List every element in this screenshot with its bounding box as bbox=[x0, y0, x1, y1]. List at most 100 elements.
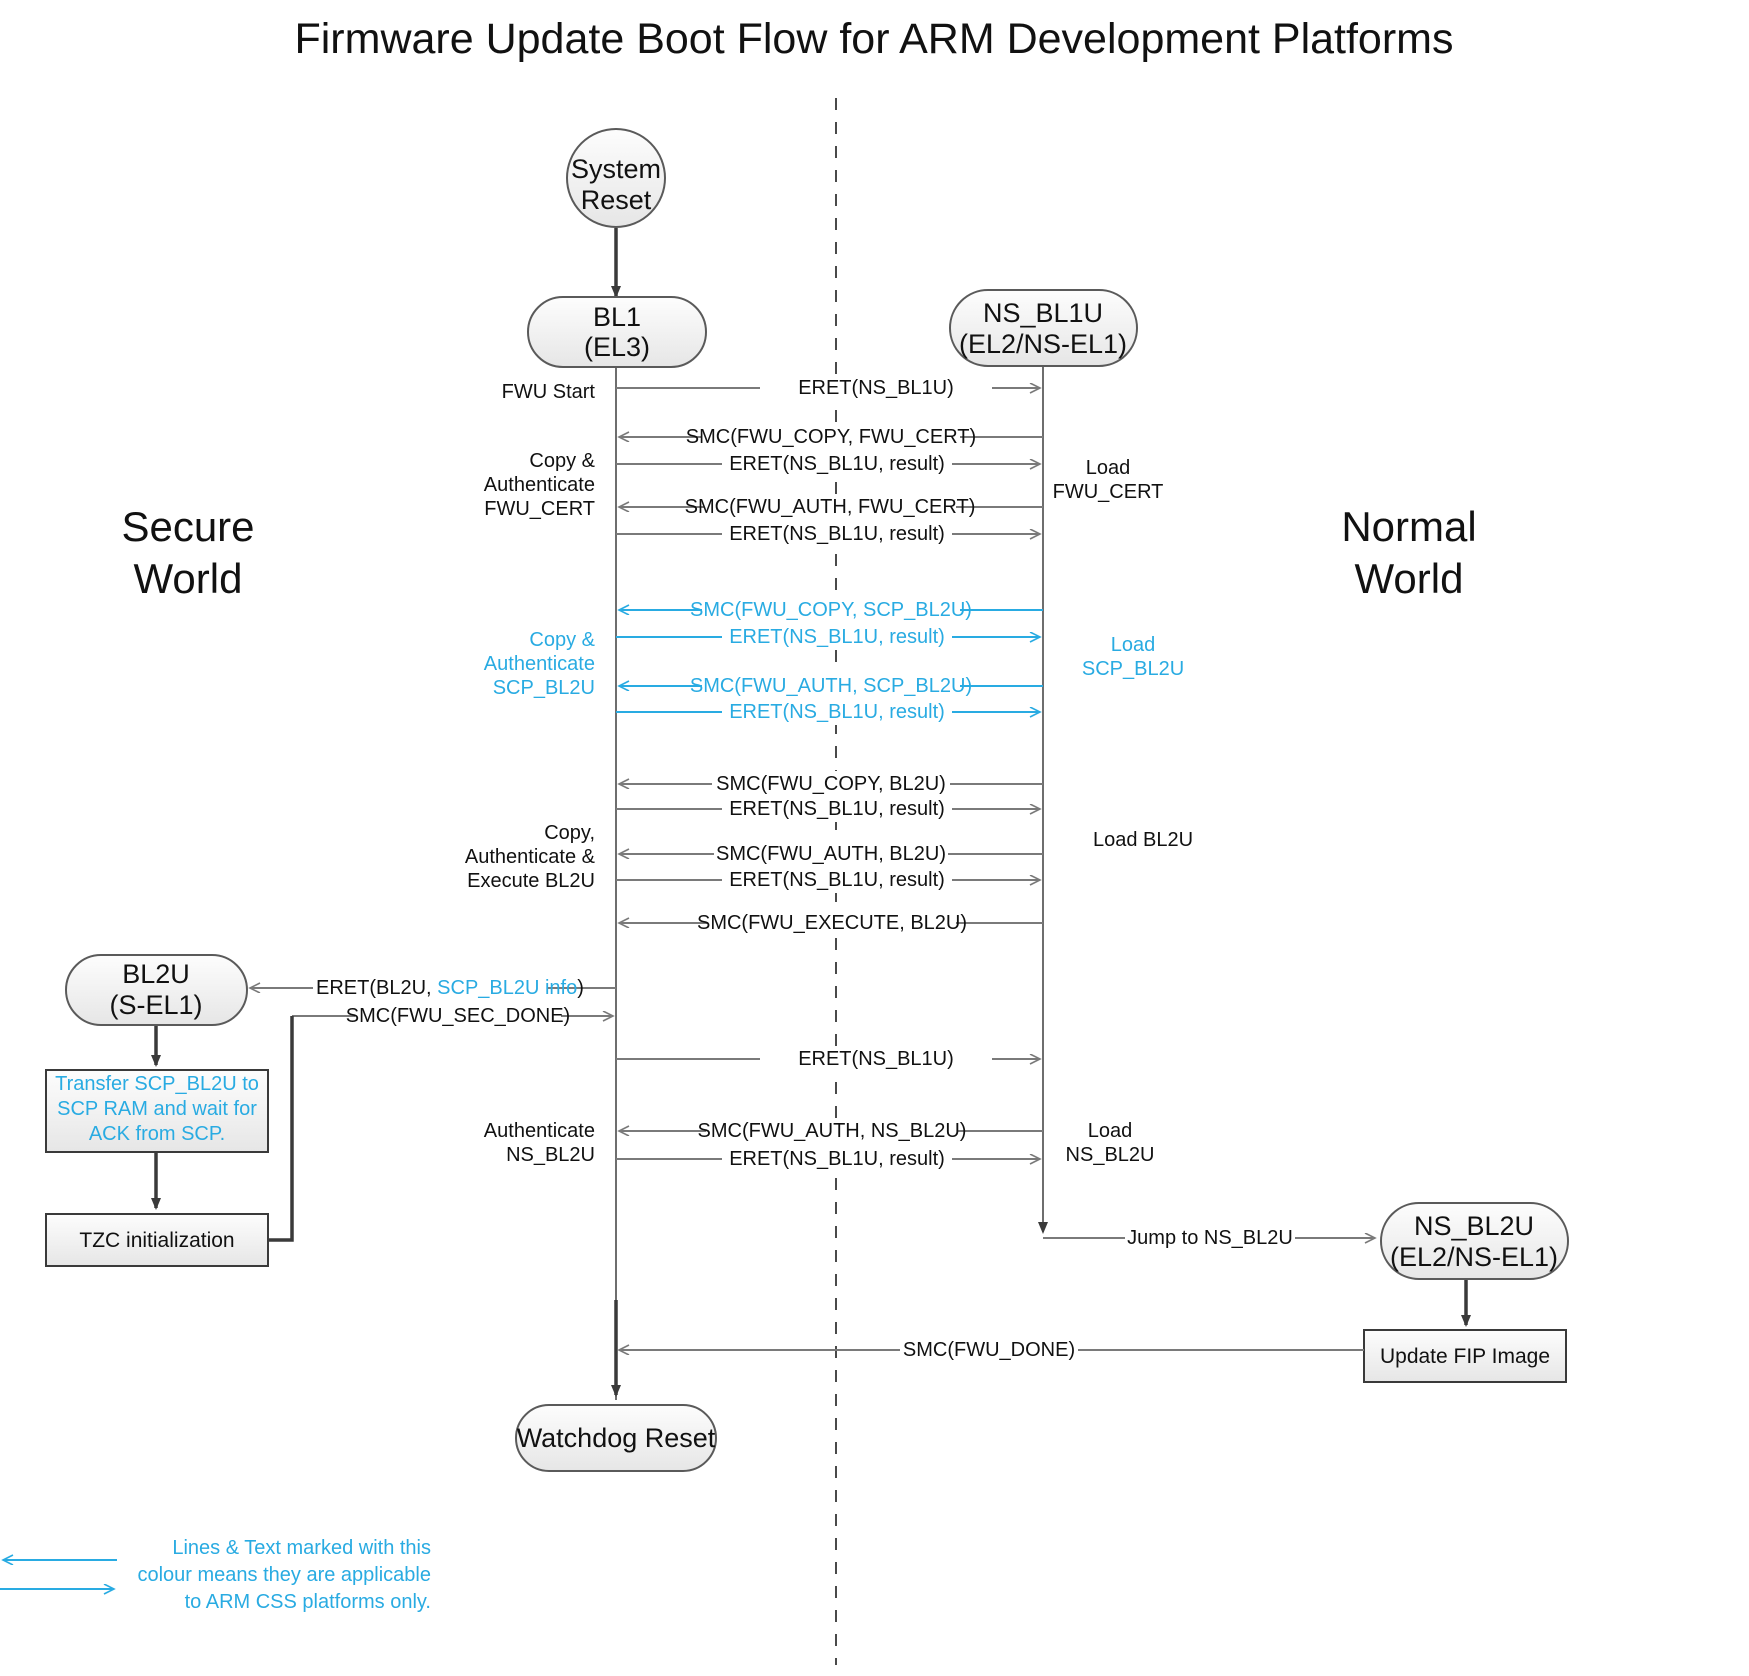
svg-text:Load: Load bbox=[1111, 634, 1156, 656]
normal-world-label: Normal World bbox=[1341, 503, 1476, 602]
node-system-reset-line1: System bbox=[571, 154, 661, 184]
message-label: ERET(NS_BL1U, result) bbox=[729, 798, 945, 820]
svg-text:Load: Load bbox=[1088, 1120, 1133, 1142]
box-update-fip-image[interactable]: Update FIP Image bbox=[1363, 1329, 1567, 1383]
svg-text:Authenticate: Authenticate bbox=[484, 1120, 595, 1142]
node-bl2u[interactable]: BL2U (S-EL1) bbox=[65, 954, 248, 1026]
message-label: ERET(NS_BL1U, result) bbox=[729, 1148, 945, 1170]
message-smc-fwu-copy-bl2u: SMC(FWU_COPY, BL2U) bbox=[619, 771, 1043, 797]
page-title: Firmware Update Boot Flow for ARM Develo… bbox=[294, 15, 1453, 63]
node-ns-bl2u-line1: NS_BL2U bbox=[1414, 1211, 1534, 1241]
message-label-part1: ERET(BL2U, bbox=[316, 977, 437, 999]
secure-world-label: Secure World bbox=[121, 503, 254, 602]
node-bl1[interactable]: BL1 (EL3) bbox=[527, 296, 707, 368]
message-eret-ns-bl1u-2: ERET(NS_BL1U) bbox=[616, 1046, 1040, 1072]
side-label-authenticate-ns-bl2u: Authenticate NS_BL2U bbox=[484, 1120, 595, 1166]
node-watchdog-reset-label: Watchdog Reset bbox=[517, 1423, 716, 1453]
message-label: SMC(FWU_COPY, FWU_CERT) bbox=[686, 426, 976, 448]
tzc-return-path bbox=[268, 1016, 294, 1242]
message-label: SMC(FWU_AUTH, FWU_CERT) bbox=[685, 496, 976, 518]
normal-world-line1: Normal bbox=[1341, 503, 1476, 550]
message-label: ERET(NS_BL1U, result) bbox=[729, 869, 945, 891]
message-eret-ns-bl1u-result-5: ERET(NS_BL1U, result) bbox=[616, 796, 1040, 822]
legend-line2: colour means they are applicable bbox=[137, 1564, 431, 1586]
message-smc-fwu-auth-fwu-cert: SMC(FWU_AUTH, FWU_CERT) bbox=[619, 494, 1043, 520]
box-transfer-line1: Transfer SCP_BL2U to bbox=[55, 1073, 259, 1095]
box-tzc-label: TZC initialization bbox=[79, 1229, 234, 1252]
secure-world-line2: World bbox=[134, 555, 243, 602]
svg-text:NS_BL2U: NS_BL2U bbox=[506, 1144, 595, 1166]
node-ns-bl1u-line2: (EL2/NS-EL1) bbox=[959, 329, 1127, 359]
legend-cyan-arrows bbox=[0, 1560, 117, 1589]
box-transfer-line2: SCP RAM and wait for bbox=[57, 1098, 257, 1120]
message-smc-fwu-done: SMC(FWU_DONE) bbox=[619, 1337, 1364, 1363]
node-bl1-line1: BL1 bbox=[593, 302, 641, 332]
node-bl2u-line2: (S-EL1) bbox=[109, 990, 202, 1020]
message-label: Jump to NS_BL2U bbox=[1127, 1227, 1293, 1249]
side-label-fwu-start: FWU Start bbox=[502, 381, 596, 403]
svg-text:NS_BL2U: NS_BL2U bbox=[1066, 1144, 1155, 1166]
legend-text: Lines & Text marked with this colour mea… bbox=[137, 1537, 431, 1613]
svg-text:Authenticate &: Authenticate & bbox=[465, 846, 596, 868]
message-smc-fwu-copy-fwu-cert: SMC(FWU_COPY, FWU_CERT) bbox=[619, 424, 1043, 450]
side-label-load-scp-bl2u: Load SCP_BL2U bbox=[1082, 634, 1184, 680]
node-ns-bl2u-line2: (EL2/NS-EL1) bbox=[1390, 1242, 1558, 1272]
message-label: SMC(FWU_SEC_DONE) bbox=[346, 1005, 570, 1027]
svg-text:Copy,: Copy, bbox=[544, 822, 595, 844]
svg-text:Copy &: Copy & bbox=[529, 450, 595, 472]
side-label-load-bl2u: Load BL2U bbox=[1093, 829, 1193, 851]
svg-text:SCP_BL2U: SCP_BL2U bbox=[493, 677, 595, 699]
message-eret-ns-bl1u-result-1: ERET(NS_BL1U, result) bbox=[616, 451, 1040, 477]
svg-text:Copy &: Copy & bbox=[529, 629, 595, 651]
node-system-reset[interactable]: System Reset bbox=[566, 128, 666, 228]
message-label: ERET(NS_BL1U) bbox=[798, 377, 954, 399]
message-label: ERET(NS_BL1U) bbox=[798, 1048, 954, 1070]
message-label: ERET(NS_BL1U, result) bbox=[729, 626, 945, 648]
message-smc-fwu-sec-done: SMC(FWU_SEC_DONE) bbox=[292, 1003, 613, 1029]
message-label-part2-cyan: SCP_BL2U info bbox=[437, 977, 577, 999]
message-smc-fwu-auth-scp-bl2u: SMC(FWU_AUTH, SCP_BL2U) bbox=[619, 673, 1043, 699]
message-jump-to-ns-bl2u: Jump to NS_BL2U bbox=[1043, 1225, 1375, 1251]
side-label-copy-auth-fwu-cert: Copy & Authenticate FWU_CERT bbox=[484, 450, 596, 520]
message-label: SMC(FWU_COPY, BL2U) bbox=[716, 773, 946, 795]
side-label-load-fwu-cert: Load FWU_CERT bbox=[1053, 457, 1164, 503]
svg-text:Load: Load bbox=[1086, 457, 1131, 479]
side-label-copy-auth-exec-bl2u: Copy, Authenticate & Execute BL2U bbox=[465, 822, 596, 892]
side-label-load-ns-bl2u: Load NS_BL2U bbox=[1066, 1120, 1155, 1166]
message-label: ERET(NS_BL1U, result) bbox=[729, 453, 945, 475]
message-eret-ns-bl1u-result-6: ERET(NS_BL1U, result) bbox=[616, 867, 1040, 893]
message-label: SMC(FWU_AUTH, NS_BL2U) bbox=[698, 1120, 967, 1142]
box-transfer-scp-bl2u[interactable]: Transfer SCP_BL2U to SCP RAM and wait fo… bbox=[45, 1069, 269, 1153]
legend-line1: Lines & Text marked with this bbox=[172, 1537, 431, 1559]
svg-text:SCP_BL2U: SCP_BL2U bbox=[1082, 658, 1184, 680]
message-eret-ns-bl1u-result-7: ERET(NS_BL1U, result) bbox=[616, 1146, 1040, 1172]
message-label: SMC(FWU_COPY, SCP_BL2U) bbox=[690, 599, 972, 621]
normal-world-line2: World bbox=[1355, 555, 1464, 602]
svg-text:Authenticate: Authenticate bbox=[484, 653, 595, 675]
legend-line3: to ARM CSS platforms only. bbox=[185, 1591, 431, 1613]
svg-text:Authenticate: Authenticate bbox=[484, 474, 595, 496]
node-watchdog-reset[interactable]: Watchdog Reset bbox=[515, 1404, 717, 1472]
svg-text:ERET(BL2U, SCP_BL2U info): ERET(BL2U, SCP_BL2U info) bbox=[316, 977, 584, 999]
message-eret-ns-bl1u-1: ERET(NS_BL1U) bbox=[616, 375, 1040, 401]
box-tzc-initialization[interactable]: TZC initialization bbox=[45, 1213, 269, 1267]
node-ns-bl2u[interactable]: NS_BL2U (EL2/NS-EL1) bbox=[1380, 1202, 1569, 1280]
message-label: ERET(NS_BL1U, result) bbox=[729, 523, 945, 545]
svg-text:Execute BL2U: Execute BL2U bbox=[467, 870, 595, 892]
message-label: SMC(FWU_AUTH, SCP_BL2U) bbox=[690, 675, 972, 697]
node-ns-bl1u[interactable]: NS_BL1U (EL2/NS-EL1) bbox=[949, 289, 1138, 367]
node-system-reset-line2: Reset bbox=[581, 185, 652, 215]
node-ns-bl1u-line1: NS_BL1U bbox=[983, 298, 1103, 328]
svg-text:FWU_CERT: FWU_CERT bbox=[1053, 481, 1164, 503]
message-eret-ns-bl1u-result-3: ERET(NS_BL1U, result) bbox=[616, 624, 1040, 650]
message-smc-fwu-execute-bl2u: SMC(FWU_EXECUTE, BL2U) bbox=[619, 910, 1043, 936]
message-label: SMC(FWU_AUTH, BL2U) bbox=[716, 843, 946, 865]
message-label-part3: ) bbox=[577, 977, 584, 999]
box-update-fip-label: Update FIP Image bbox=[1380, 1345, 1550, 1368]
message-eret-ns-bl1u-result-4: ERET(NS_BL1U, result) bbox=[616, 699, 1040, 725]
message-eret-bl2u-scp-info: ERET(BL2U, SCP_BL2U info) bbox=[250, 975, 616, 1001]
message-smc-fwu-copy-scp-bl2u: SMC(FWU_COPY, SCP_BL2U) bbox=[619, 597, 1043, 623]
node-bl1-line2: (EL3) bbox=[584, 332, 650, 362]
svg-text:FWU_CERT: FWU_CERT bbox=[484, 498, 595, 520]
